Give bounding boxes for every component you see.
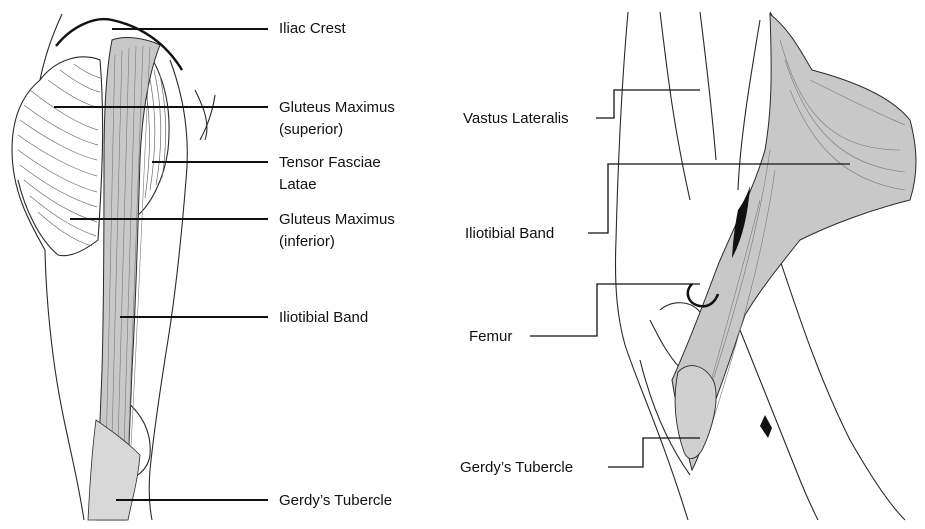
dark-fiber-mark bbox=[760, 415, 772, 438]
left-knee-patch bbox=[88, 420, 140, 520]
label-tensor-fasciae-line2: Latae bbox=[279, 175, 317, 194]
label-vastus-lateralis: Vastus Lateralis bbox=[463, 109, 569, 128]
label-gluteus-maximus-superior-line1: Gluteus Maximus bbox=[279, 98, 395, 117]
label-gluteus-maximus-inferior-line2: (inferior) bbox=[279, 232, 335, 251]
label-iliotibial-band-left: Iliotibial Band bbox=[279, 308, 368, 327]
right-shin-back-edge bbox=[780, 260, 905, 520]
left-thigh-outline bbox=[12, 14, 84, 520]
label-gluteus-maximus-inferior-line1: Gluteus Maximus bbox=[279, 210, 395, 229]
label-iliac-crest: Iliac Crest bbox=[279, 19, 346, 38]
label-iliotibial-band-right: Iliotibial Band bbox=[465, 224, 554, 243]
gluteus-maximus-outline bbox=[18, 57, 103, 256]
label-tensor-fasciae-line1: Tensor Fasciae bbox=[279, 153, 381, 172]
label-gerdys-tubercle-right: Gerdy’s Tubercle bbox=[460, 458, 573, 477]
label-gerdys-tubercle-left: Gerdy’s Tubercle bbox=[279, 491, 392, 510]
gerdys-tubercle-region bbox=[675, 366, 716, 459]
left-leader-lines bbox=[54, 29, 268, 500]
leader-vastus-lateralis bbox=[596, 90, 700, 118]
leader-femur bbox=[530, 284, 700, 336]
right-thigh-front-edge bbox=[615, 12, 688, 520]
label-femur: Femur bbox=[469, 327, 512, 346]
label-gluteus-maximus-superior-line2: (superior) bbox=[279, 120, 343, 139]
